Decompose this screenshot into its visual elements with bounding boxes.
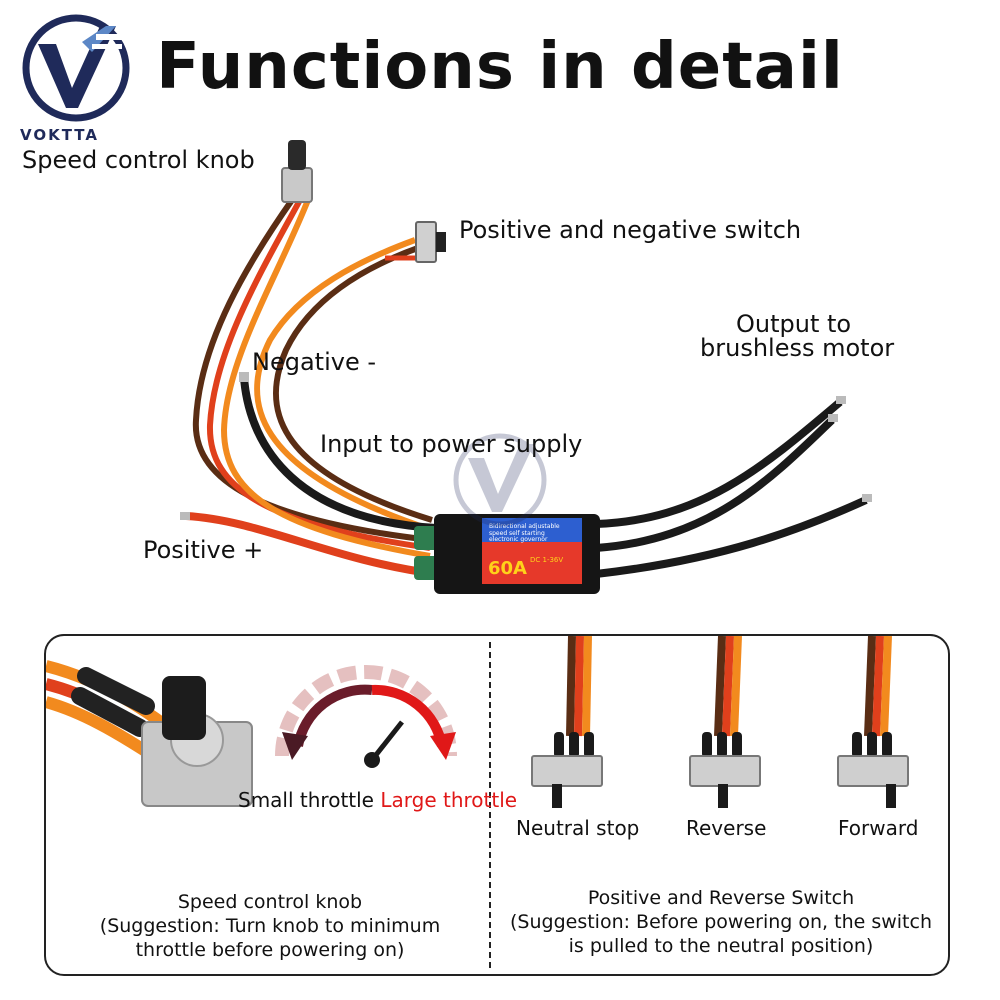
logo-mark-icon [22, 14, 130, 122]
throttle-labels: Small throttle Large throttle [238, 788, 517, 812]
switch-neutral-icon [531, 636, 603, 808]
label-neutral-stop: Neutral stop [516, 816, 640, 840]
switch-caption-line3: is pulled to the neutral position) [568, 935, 874, 957]
label-speed-control-knob: Speed control knob [22, 146, 255, 174]
switch-caption-line2: (Suggestion: Before powering on, the swi… [510, 911, 932, 933]
detail-panel [44, 634, 950, 976]
gauge-needle-icon [370, 720, 404, 762]
knob-detail-icon [162, 676, 206, 740]
knob-shaft-icon [288, 140, 306, 170]
label-large-throttle: Large throttle [380, 788, 518, 812]
switch-states-illustration [531, 636, 909, 808]
panel-divider [489, 642, 491, 968]
esc-text-line3: electronic governor [489, 536, 548, 543]
arrow-left-icon [282, 732, 308, 760]
esc-text-line2: speed self starting [489, 530, 545, 537]
switch-caption-line1: Positive and Reverse Switch [587, 887, 855, 909]
knob-caption-line3: throttle before powering on) [135, 939, 405, 961]
knob-caption: Speed control knob (Suggestion: Turn kno… [60, 890, 480, 962]
esc-rating: 60A [488, 558, 527, 579]
switch-reverse-icon [689, 636, 761, 808]
esc-voltage: DC 1-36V [530, 556, 563, 564]
brand-name: VOKTTA [20, 126, 99, 144]
label-negative: Negative - [252, 348, 376, 376]
label-positive: Positive + [143, 536, 264, 564]
knob-caption-line2: (Suggestion: Turn knob to minimum [99, 915, 441, 937]
knob-caption-line1: Speed control knob [177, 891, 363, 913]
page-title: Functions in detail [156, 30, 844, 104]
label-reverse: Reverse [686, 816, 767, 840]
knob-detail-illustration [46, 660, 457, 807]
label-output-line1: Output to [736, 310, 852, 338]
esc-wiring-illustration: Bidirectional adjustable speed self star… [180, 140, 872, 594]
label-forward: Forward [838, 816, 919, 840]
label-small-throttle: Small throttle [238, 788, 374, 812]
switch-forward-icon [837, 636, 909, 808]
label-positive-negative-switch: Positive and negative switch [459, 216, 802, 244]
brand-logo [20, 12, 132, 124]
watermark-logo-icon [453, 433, 547, 527]
knob-housing-icon [281, 167, 313, 203]
label-input-power: Input to power supply [320, 430, 583, 458]
esc-text-line1: Bidirectional adjustable [489, 523, 560, 530]
label-output-line2: brushless motor [700, 334, 895, 362]
switch-caption: Positive and Reverse Switch (Suggestion:… [500, 886, 942, 958]
switch-housing-icon [415, 221, 437, 263]
arrow-right-icon [430, 732, 456, 760]
